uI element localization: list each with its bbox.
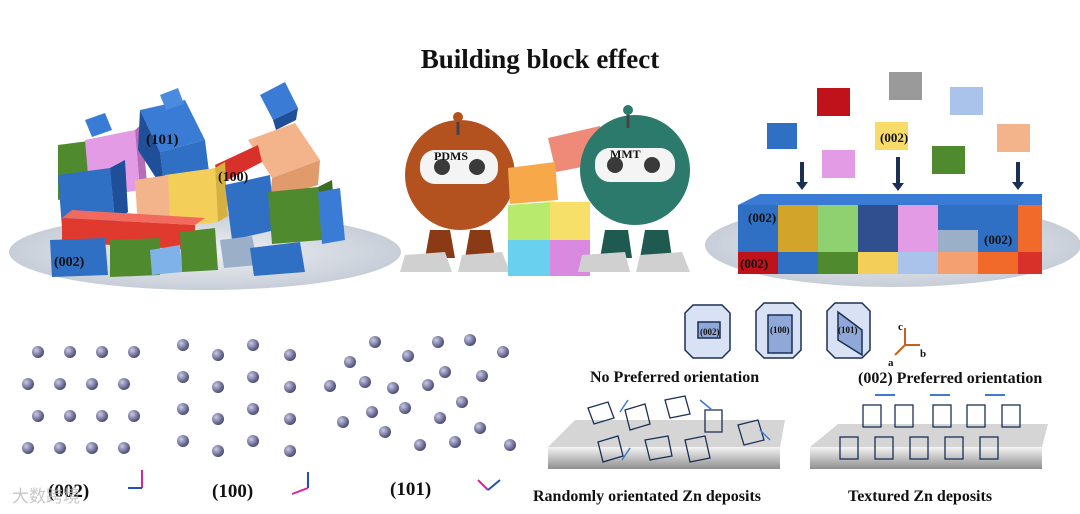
- lattice-100: [177, 339, 296, 457]
- axis-glyph-002: [128, 470, 143, 489]
- lattice-label-002: (002): [48, 481, 90, 502]
- textured-deposits-caption: Textured Zn deposits: [848, 488, 993, 505]
- right-falling-label-002: (002): [880, 130, 908, 145]
- axis-c-label: c: [898, 321, 903, 333]
- unit-cell-002: [684, 304, 731, 359]
- robot-mmt: [578, 105, 690, 272]
- messy-block-pile: [9, 82, 401, 290]
- axis-a-label: a: [888, 357, 894, 369]
- figure-title: Building block effect: [420, 44, 660, 74]
- right-wall-label-1: (002): [748, 210, 776, 225]
- unit-cell-label-100: (100): [770, 325, 790, 335]
- right-wall-label-3: (002): [740, 256, 768, 271]
- unit-cell-100: [755, 302, 802, 359]
- lattice-label-101: (101): [390, 479, 432, 500]
- ordered-block-wall: [705, 72, 1080, 287]
- random-deposits-caption: Randomly orientated Zn deposits: [533, 488, 762, 505]
- unit-cell-label-002: (002): [700, 327, 720, 337]
- stacked-cubes: [508, 126, 608, 276]
- left-label-002: (002): [54, 255, 85, 270]
- robot-pdms: [400, 112, 531, 272]
- left-label-100: (100): [218, 170, 249, 185]
- crystal-axes-icon: [894, 328, 920, 356]
- axis-b-label: b: [920, 348, 926, 360]
- left-label-101: (101): [146, 132, 179, 148]
- unit-cell-label-101: (101): [838, 325, 858, 335]
- lattice-002: [22, 346, 140, 454]
- robot-pdms-label: PDMS: [434, 149, 468, 163]
- no-preferred-orientation-caption: No Preferred orientation: [590, 369, 760, 386]
- preferred-orientation-caption: (002) Preferred orientation: [858, 370, 1043, 387]
- lattice-101: [324, 334, 516, 451]
- textured-deposit-slab: [810, 394, 1048, 469]
- watermark-text: 大数跨境: [12, 487, 80, 507]
- robot-mmt-label: MMT: [610, 147, 641, 161]
- lattice-label-100: (100): [212, 481, 254, 502]
- right-wall-label-2: (002): [984, 232, 1012, 247]
- axis-glyph-100: [291, 472, 309, 495]
- random-deposit-slab: [548, 395, 785, 469]
- axis-glyph-101: [477, 479, 501, 491]
- unit-cell-101: [826, 302, 871, 359]
